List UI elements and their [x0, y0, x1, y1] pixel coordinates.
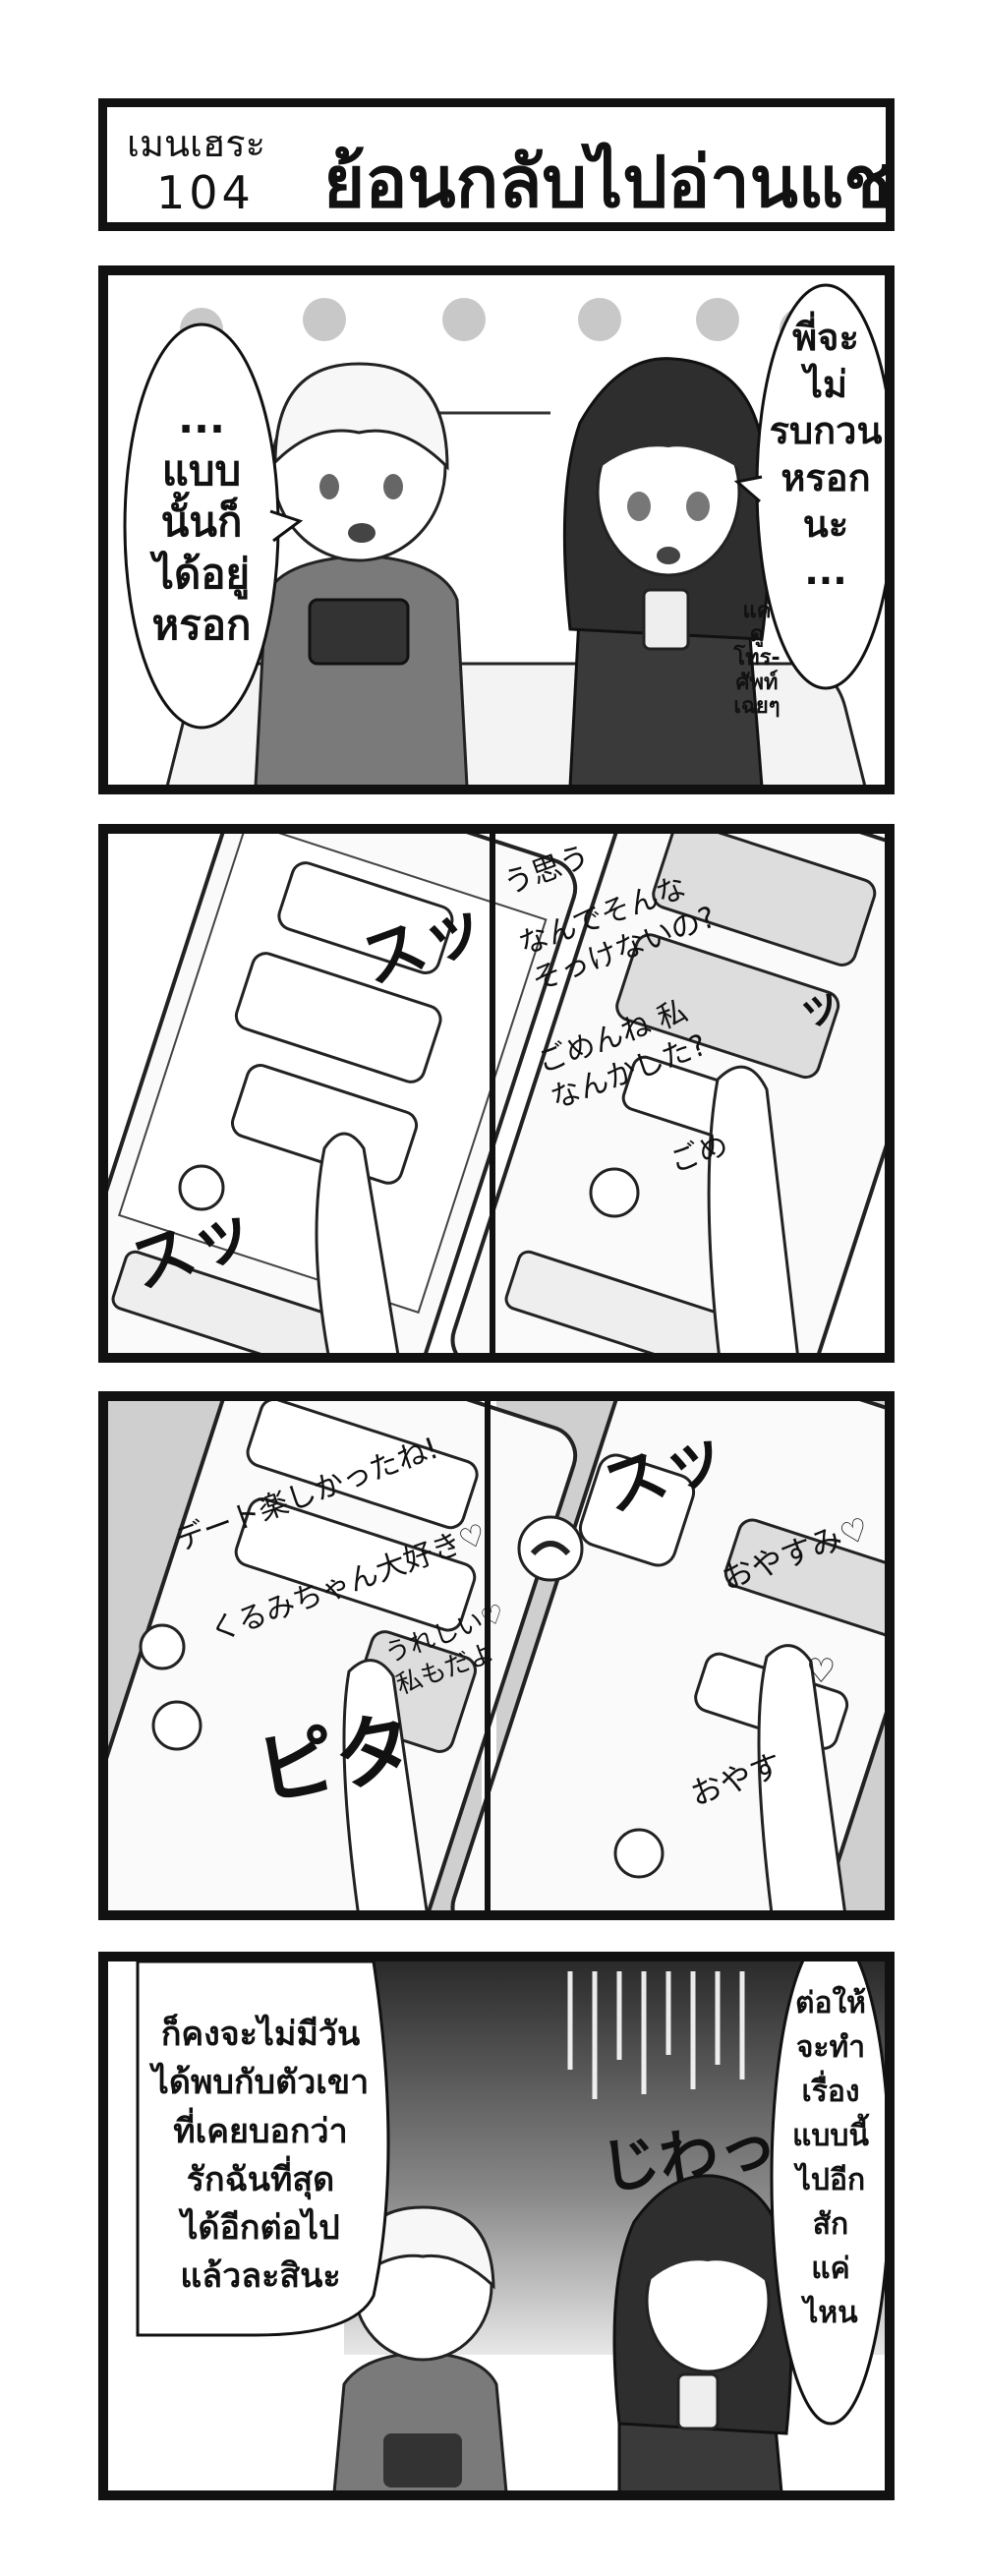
panel-1-art — [123, 283, 885, 785]
panel-4: ก็คงจะไม่มีวัน ได้พบกับตัวเขา ที่เคยบอกว… — [98, 1952, 895, 2500]
girl-speech-text: พี่จะ ไม่ รบกวน หรอก นะ ... — [769, 316, 883, 593]
girl-character — [562, 357, 771, 785]
panel-3-art — [108, 1401, 885, 1910]
panel-3: デート楽しかったね! くるみちゃん大好き♡ うれしい♡ 私もだよ ピタ スッ お… — [98, 1391, 895, 1920]
right-finger — [707, 1065, 799, 1353]
panel-4-art — [108, 1961, 885, 2490]
series-name: เมนเฮระ — [127, 122, 266, 165]
heart-icon: ♡ — [806, 1652, 837, 1691]
panel-2-art — [108, 834, 885, 1353]
right-speech-text: ต่อให้ จะทำ เรื่อง แบบนี้ ไปอีก สัก แค่ … — [792, 1986, 869, 2330]
left-speech-text: ก็คงจะไม่มีวัน ได้พบกับตัวเขา ที่เคยบอกว… — [151, 2015, 370, 2297]
girl-character — [612, 2174, 793, 2490]
girl-aside-text: แค่ ดู โทร- ศัพท์ เฉยๆ — [733, 599, 781, 719]
chapter-title: ย้อนกลับไปอ่านแชท — [323, 141, 895, 223]
boy-speech-text: ... แบบ นั้นก็ ได้อยู่ หรอก — [151, 394, 252, 649]
boy-character — [254, 362, 469, 785]
left-finger — [342, 1659, 429, 1910]
left-speech-bubble — [136, 1961, 390, 2337]
panel-2: スッ スッ う思う なんでそんな そっけないの? ごめんね 私 なんかした? ご… — [98, 824, 895, 1363]
left-finger — [315, 1132, 400, 1353]
right-finger — [757, 1644, 846, 1910]
boy-character — [332, 2205, 508, 2490]
chapter-number: 104 — [156, 166, 255, 219]
panel-2-divider — [490, 834, 495, 1353]
panel-3-divider — [485, 1401, 491, 1910]
title-box: เมนเฮระ 104 ย้อนกลับไปอ่านแชท — [98, 98, 895, 231]
phone-call-icon — [517, 1515, 584, 1582]
right-speech-bubble — [770, 1961, 885, 2426]
panel-1: ... แบบ นั้นก็ ได้อยู่ หรอก พี่จะ ไม่ รบ… — [98, 265, 895, 794]
